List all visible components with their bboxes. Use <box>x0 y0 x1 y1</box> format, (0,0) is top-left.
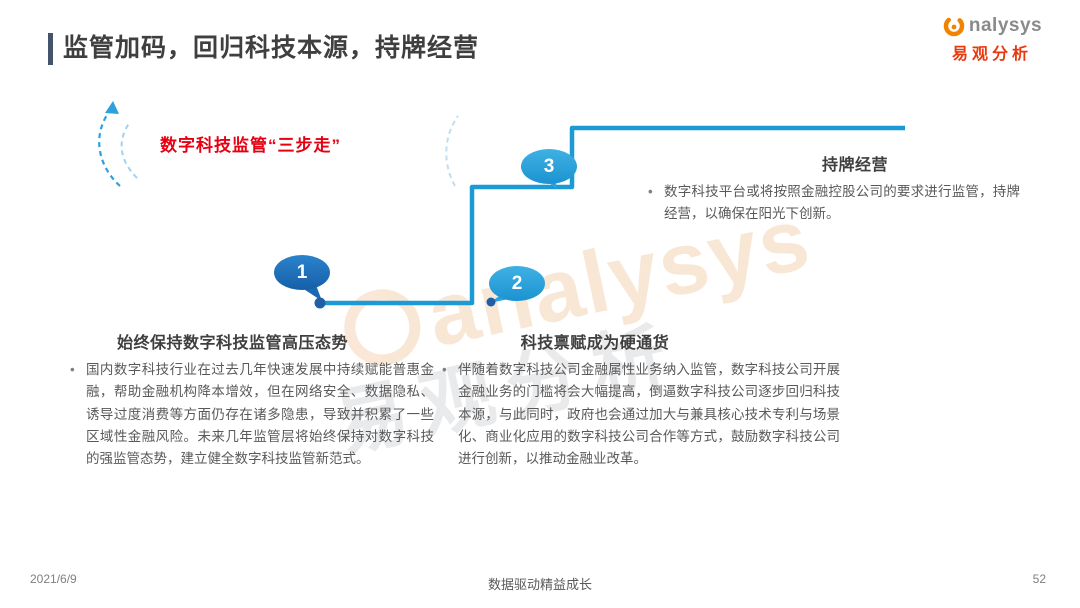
title-accent-bar <box>48 33 53 65</box>
step-dot-1 <box>314 297 326 309</box>
step-1-badge: 1 <box>274 255 330 290</box>
page-number: 52 <box>1032 572 1046 586</box>
curved-arrow-head-icon <box>105 101 119 114</box>
page-title: 监管加码，回归科技本源，持牌经营 <box>63 34 480 62</box>
brand-logo: nalysys 易观分析 <box>932 14 1052 64</box>
step-3-title: 持牌经营 <box>821 157 888 174</box>
step-3-body-text: 数字科技平台或将按照金融控股公司的要求进行监管，持牌经营，以确保在阳光下创新。 <box>664 184 1020 222</box>
bullet-icon: • <box>70 362 75 377</box>
footer-slogan: 数据驱动精益成长 <box>487 577 592 592</box>
brand-logo-row: nalysys <box>932 14 1052 38</box>
step-3-body: • 数字科技平台或将按照金融控股公司的要求进行监管，持牌经营，以确保在阳光下创新… <box>648 181 1020 226</box>
diagram-title: 数字科技监管“三步走” <box>160 136 341 155</box>
step-1-body-text: 国内数字科技行业在过去几年快速发展中持续赋能普惠金融，帮助金融机构降本增效，但在… <box>86 362 434 467</box>
step-2-body-text: 伴随着数字科技公司金融属性业务纳入监管，数字科技公司开展金融业务的门槛将会大幅提… <box>458 362 840 467</box>
analysys-swirl-icon <box>943 15 965 37</box>
curved-arrow-inner-icon <box>120 121 138 179</box>
dashed-arc-icon <box>445 115 459 187</box>
step-1-title: 始终保持数字科技监管高压态势 <box>116 335 348 352</box>
curved-arrow-icon <box>98 107 121 187</box>
bullet-icon: • <box>648 184 653 199</box>
step-1-body: • 国内数字科技行业在过去几年快速发展中持续赋能普惠金融，帮助金融机构降本增效，… <box>70 359 434 470</box>
bullet-icon: • <box>442 362 447 377</box>
brand-name: nalysys <box>968 15 1043 36</box>
footer-date: 2021/6/9 <box>30 572 77 586</box>
step-line <box>320 125 905 306</box>
step-2-title: 科技禀赋成为硬通货 <box>520 335 670 352</box>
brand-name-cn: 易观分析 <box>951 46 1032 63</box>
step-2-body: • 伴随着数字科技公司金融属性业务纳入监管，数字科技公司开展金融业务的门槛将会大… <box>442 359 840 470</box>
step-dot-2 <box>486 297 496 307</box>
step-2-badge: 2 <box>489 266 545 301</box>
step-3-badge: 3 <box>521 149 577 184</box>
